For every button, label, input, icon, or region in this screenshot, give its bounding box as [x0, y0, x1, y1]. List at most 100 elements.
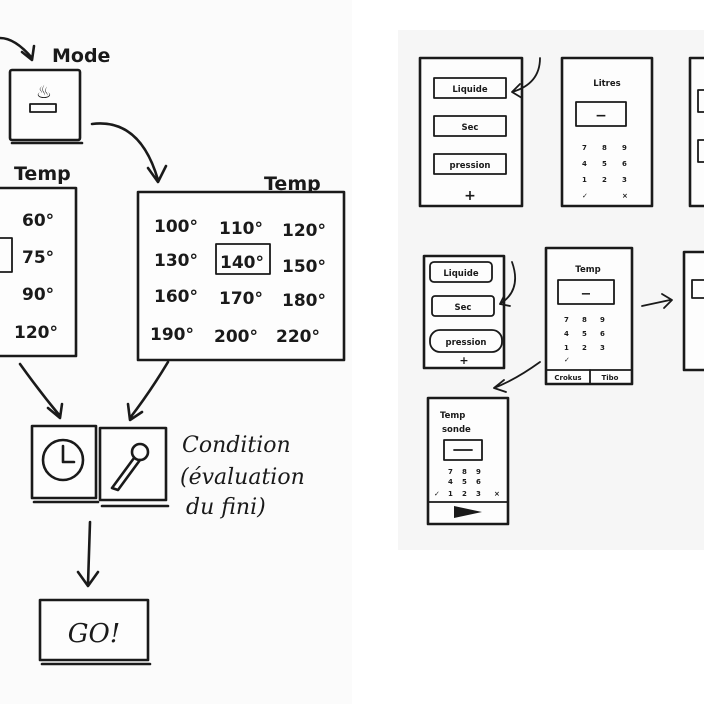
option-label: pression: [450, 161, 491, 171]
temp-left-value[interactable]: 90°: [22, 285, 54, 305]
keypad-key[interactable]: 6: [476, 478, 481, 486]
temp-right-value[interactable]: 160°: [154, 287, 198, 307]
temp-right-value[interactable]: 140°: [220, 253, 264, 273]
keypad-key[interactable]: 7: [564, 316, 569, 324]
option-button[interactable]: [433, 153, 507, 175]
option-button[interactable]: [433, 77, 507, 99]
keypad-key[interactable]: 3: [600, 344, 605, 352]
keypad-key[interactable]: 9: [622, 144, 627, 152]
temp-right-value[interactable]: 150°: [282, 257, 326, 277]
phone-mode-mid: Liquide Sec pression +: [422, 254, 506, 370]
temp-display: [557, 279, 615, 305]
sonde-title: Temp: [440, 411, 465, 421]
minus-sign: −: [581, 287, 592, 302]
arrow-selection: [511, 57, 541, 99]
keypad-key[interactable]: 8: [462, 468, 467, 476]
keypad-key[interactable]: 8: [602, 144, 607, 152]
keypad-key[interactable]: 5: [602, 160, 607, 168]
keypad-key[interactable]: 6: [622, 160, 627, 168]
temp-left-value[interactable]: 75°: [22, 248, 54, 268]
keypad-key[interactable]: 6: [600, 330, 605, 338]
go-label: GO!: [68, 619, 121, 649]
probe-card[interactable]: [98, 426, 170, 508]
keypad-key[interactable]: 7: [582, 144, 587, 152]
sonde-display: [443, 439, 483, 461]
mode-indicator-bar: [29, 103, 57, 113]
keypad-key[interactable]: 5: [462, 478, 467, 486]
keypad-key[interactable]: ✓: [582, 192, 588, 200]
keypad-key[interactable]: 2: [582, 344, 587, 352]
condition-line-3: du fini): [186, 495, 266, 520]
arrow-to-sonde: [493, 361, 541, 393]
keypad-key[interactable]: 4: [582, 160, 587, 168]
keypad-key[interactable]: 7: [448, 468, 453, 476]
keypad-key[interactable]: 9: [476, 468, 481, 476]
steam-icon: ♨: [36, 82, 52, 103]
option-button[interactable]: [429, 261, 493, 283]
phone-cutoff-top: [688, 56, 704, 208]
temp-right-value[interactable]: 180°: [282, 291, 326, 311]
temp-right-value[interactable]: 120°: [282, 221, 326, 241]
keypad-key[interactable]: 1: [564, 344, 569, 352]
phone-litres: Litres − 7 8 9 4 5 6 1 2 3 ✓ ×: [560, 56, 654, 208]
temp-right-value[interactable]: 220°: [276, 327, 320, 347]
keypad-key[interactable]: 1: [582, 176, 587, 184]
keypad-key[interactable]: 4: [564, 330, 569, 338]
keypad-key[interactable]: 1: [448, 490, 453, 498]
tab-tibo[interactable]: Tibo: [602, 374, 619, 382]
temp-left-value[interactable]: 60°: [22, 211, 54, 231]
keypad-key[interactable]: 3: [476, 490, 481, 498]
keypad-key[interactable]: 4: [448, 478, 453, 486]
temp-right-value[interactable]: 170°: [219, 289, 263, 309]
minus-sign: −: [595, 108, 607, 124]
temp-right-panel: [136, 190, 346, 362]
temp-right-value[interactable]: 100°: [154, 217, 198, 237]
litres-display: [575, 101, 627, 127]
go-button[interactable]: GO!: [38, 598, 152, 666]
mode-label: Mode: [52, 45, 110, 67]
condition-line-2: (évaluation: [180, 465, 305, 490]
keypad-key[interactable]: 5: [582, 330, 587, 338]
clock-icon: [41, 438, 85, 482]
temp-right-value[interactable]: 190°: [150, 325, 194, 345]
option-label: Liquide: [452, 85, 487, 95]
condition-title: Condition: [182, 433, 291, 458]
temp-right-value[interactable]: 200°: [214, 327, 258, 347]
phone-mode-top: Liquide Sec pression +: [418, 56, 524, 208]
temp-right-selection-box: [215, 243, 271, 275]
keypad-key[interactable]: ✓: [434, 490, 440, 498]
temp-left-value[interactable]: 120°: [14, 323, 58, 343]
mode-card[interactable]: ♨: [8, 68, 84, 145]
plus-icon[interactable]: +: [464, 188, 476, 204]
keypad-key[interactable]: 2: [462, 490, 467, 498]
option-label: Liquide: [443, 269, 478, 279]
arrow-to-next: [641, 293, 673, 309]
temp-right-value[interactable]: 110°: [219, 219, 263, 239]
arrow-to-go: [76, 520, 100, 588]
option-label: Sec: [455, 303, 472, 313]
keypad-key[interactable]: 2: [602, 176, 607, 184]
arrow-selection: [499, 261, 516, 307]
tab-crokus[interactable]: Crokus: [554, 374, 581, 382]
temp-right-value[interactable]: 130°: [154, 251, 198, 271]
keypad-key[interactable]: 8: [582, 316, 587, 324]
plus-icon[interactable]: +: [459, 354, 468, 367]
option-button[interactable]: [433, 115, 507, 137]
phone-sonde: Temp sonde 7 8 9 4 5 6 ✓ 1 2 3 ×: [426, 396, 510, 526]
timer-card[interactable]: [30, 424, 100, 504]
arrow-to-clock: [18, 362, 64, 420]
keypad-key[interactable]: ×: [494, 490, 500, 498]
arrow-to-temp-right: [90, 122, 168, 184]
keypad-key[interactable]: 3: [622, 176, 627, 184]
option-button[interactable]: [429, 329, 503, 353]
litres-title: Litres: [593, 79, 620, 89]
keypad-key[interactable]: ✓: [564, 356, 570, 364]
phone-temp: Temp − 7 8 9 4 5 6 1 2 3 ✓ Crokus Tibo: [544, 246, 634, 386]
play-icon[interactable]: [454, 506, 482, 518]
option-button[interactable]: [431, 295, 495, 317]
arrow-to-probe: [126, 360, 170, 422]
keypad-key[interactable]: 9: [600, 316, 605, 324]
arrow-into-mode: [0, 36, 36, 62]
keypad-key[interactable]: ×: [622, 192, 628, 200]
option-label: pression: [446, 338, 487, 348]
